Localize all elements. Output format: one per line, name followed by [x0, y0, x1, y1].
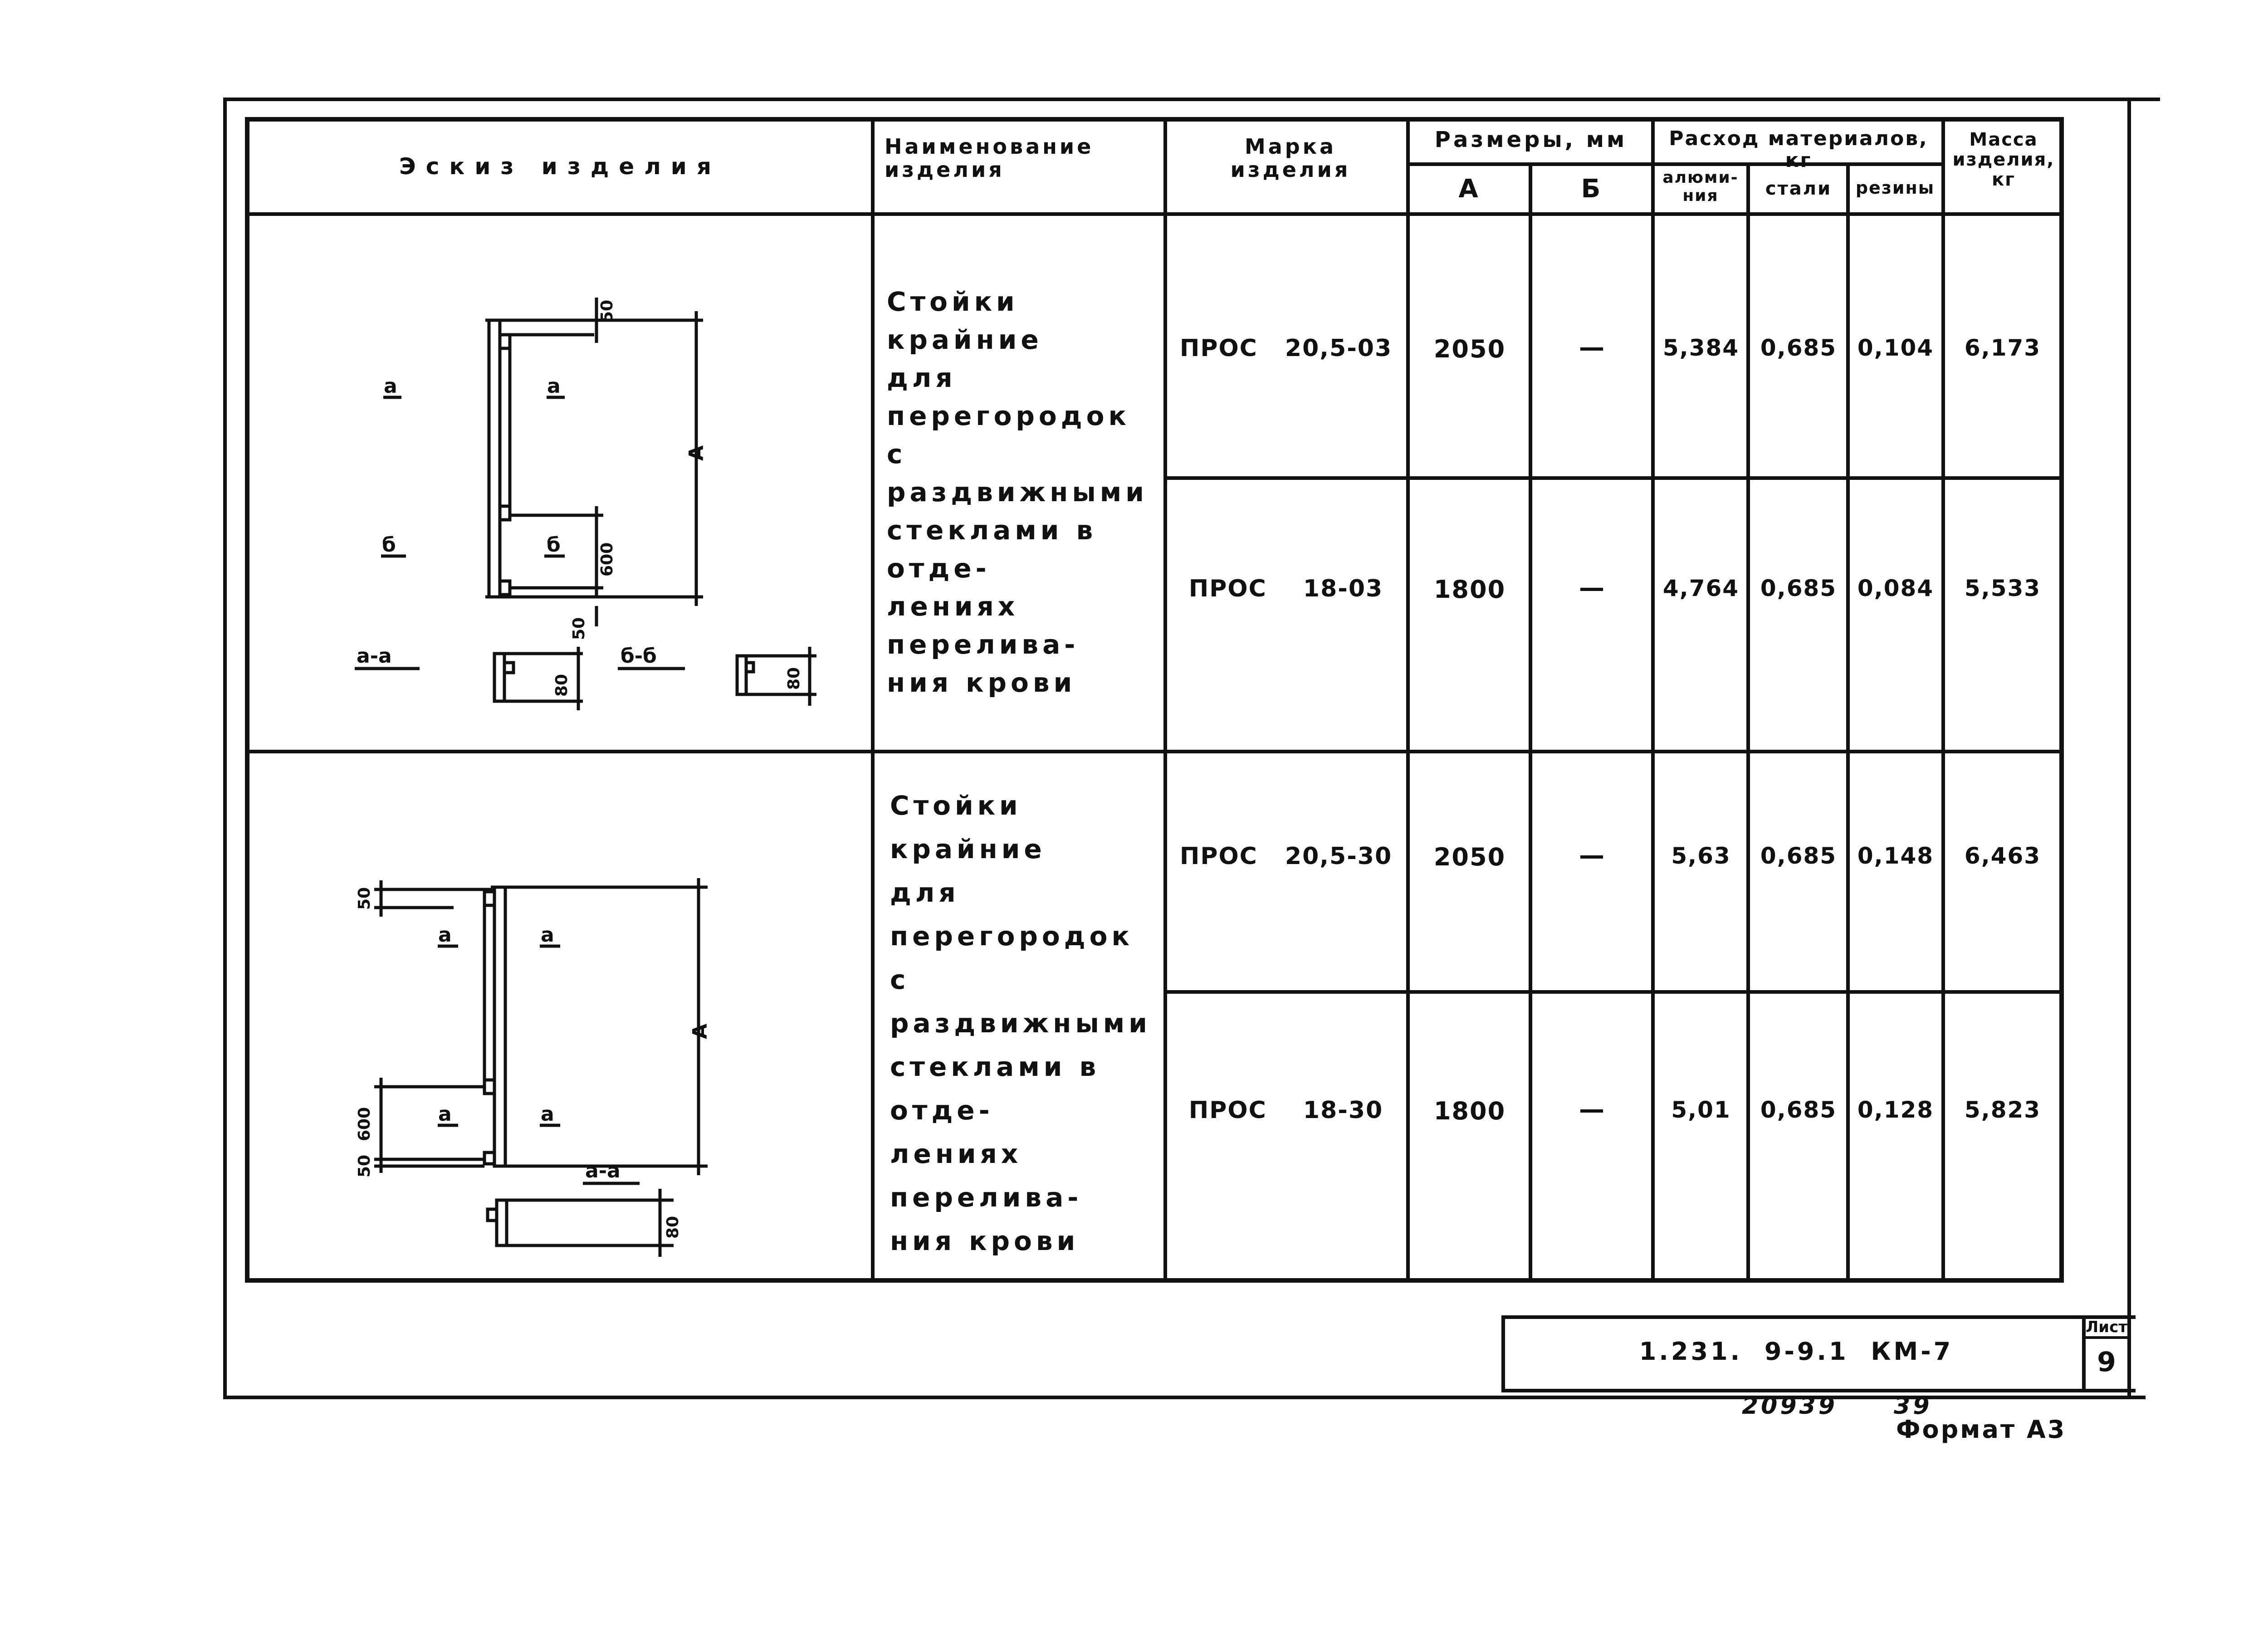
product-sketch-1: а а б б а-а б-б А 50 600 50 80 80	[355, 298, 816, 710]
col-line-6	[1746, 162, 1750, 1279]
row-1-rubber: 0,104	[1857, 335, 1934, 361]
row-2-b: —	[1579, 573, 1605, 603]
header-size-b: Б	[1581, 174, 1603, 204]
row-3-mass: 6,463	[1964, 843, 2041, 869]
row-1-steel: 0,685	[1760, 335, 1837, 361]
row-2-aluminium: 4,764	[1662, 575, 1740, 601]
svg-text:а-а: а-а	[357, 645, 392, 668]
svg-text:80: 80	[785, 667, 803, 690]
row-1-mass: 6,173	[1964, 335, 2041, 361]
sheet-label: Лист	[2086, 1318, 2127, 1336]
row-4-rubber: 0,128	[1857, 1097, 1934, 1123]
inventory-number: 20939 39	[1742, 1392, 1932, 1420]
svg-text:80: 80	[552, 674, 571, 697]
svg-text:а: а	[438, 1103, 452, 1126]
svg-text:а-а: а-а	[585, 1159, 621, 1182]
header-sketch: Эскиз изделия	[399, 153, 721, 180]
sheet-box	[2082, 1315, 2131, 1392]
product-sketch-2: а а а а а-а А 50 600 50 80	[355, 878, 712, 1257]
row-4-steel: 0,685	[1760, 1097, 1837, 1123]
svg-text:а: а	[438, 923, 452, 947]
col-line-2	[1163, 122, 1167, 1279]
row-2-a: 1800	[1433, 575, 1506, 604]
svg-text:А: А	[685, 445, 708, 461]
row-4-aluminium: 5,01	[1671, 1097, 1731, 1123]
row-3-steel: 0,685	[1760, 843, 1837, 869]
header-steel: стали	[1765, 178, 1832, 199]
svg-text:80: 80	[664, 1216, 682, 1239]
row-2-mark: ПРОС 18-03	[1188, 575, 1383, 602]
header-aluminium: алюми-ния	[1662, 168, 1739, 205]
row-line-3	[1163, 990, 2060, 994]
group-line	[249, 750, 2060, 753]
svg-text:а: а	[541, 1103, 554, 1126]
row-3-mark: ПРОС 20,5-30	[1179, 843, 1393, 870]
header-materials: Расход материалов, кг	[1669, 127, 1928, 172]
col-line-1	[871, 122, 875, 1279]
svg-text:50: 50	[355, 1155, 374, 1177]
svg-text:а: а	[384, 375, 397, 398]
header-name: Наименование изделия	[885, 134, 1094, 182]
col-line-8	[1941, 122, 1945, 1279]
svg-text:А: А	[689, 1024, 712, 1039]
product-name-group-1: Стойки крайние для перегородок с раздвиж…	[887, 286, 1148, 698]
row-3-b: —	[1579, 841, 1605, 870]
format-label: Формат А3	[1896, 1415, 2067, 1444]
product-name-group-2: Стойки крайние для перегородок с раздвиж…	[890, 790, 1151, 1256]
specification-table: Эскиз изделия Наименование изделия Марка…	[245, 117, 2064, 1283]
header-sizes: Размеры, мм	[1434, 127, 1628, 152]
sheet-box-divider	[2082, 1336, 2131, 1339]
row-4-a: 1800	[1433, 1097, 1506, 1125]
row-2-steel: 0,685	[1760, 575, 1837, 601]
row-1-mark: ПРОС 20,5-03	[1179, 335, 1393, 362]
row-line-1	[1163, 476, 2060, 480]
row-1-a: 2050	[1433, 335, 1506, 363]
row-4-mass: 5,823	[1964, 1097, 2041, 1123]
svg-text:б: б	[547, 533, 561, 557]
svg-text:50: 50	[598, 300, 616, 322]
col-line-3	[1406, 122, 1410, 1279]
svg-text:50: 50	[570, 617, 588, 640]
svg-text:600: 600	[355, 1107, 374, 1141]
row-4-mark: ПРОС 18-30	[1188, 1097, 1383, 1124]
header-size-a: А	[1458, 174, 1481, 204]
frame-top-line	[223, 98, 2160, 101]
col-line-5	[1651, 122, 1655, 1279]
svg-text:б: б	[382, 533, 396, 557]
title-block	[1501, 1315, 2136, 1392]
svg-text:600: 600	[598, 542, 616, 576]
svg-text:а: а	[547, 375, 561, 398]
row-1-b: —	[1579, 333, 1605, 362]
row-2-mass: 5,533	[1964, 575, 2041, 601]
col-line-4	[1529, 162, 1532, 1279]
col-line-7	[1846, 162, 1850, 1279]
document-code: 1.231. 9-9.1 КМ-7	[1639, 1337, 1954, 1366]
frame-right-line	[2127, 98, 2131, 1396]
svg-text:б-б: б-б	[621, 645, 657, 668]
header-bottom-line	[249, 212, 2060, 216]
row-2-rubber: 0,084	[1857, 575, 1934, 601]
header-mass: Масса изделия, кг	[1952, 129, 2055, 190]
row-3-aluminium: 5,63	[1671, 843, 1731, 869]
row-4-b: —	[1579, 1095, 1605, 1124]
row-1-aluminium: 5,384	[1662, 335, 1740, 361]
row-3-a: 2050	[1433, 843, 1506, 871]
header-mark: Марка изделия	[1230, 134, 1351, 182]
sheet-number: 9	[2097, 1346, 2116, 1378]
header-rubber: резины	[1855, 178, 1935, 198]
row-3-rubber: 0,148	[1857, 843, 1934, 869]
header-sub-line	[1406, 162, 1941, 166]
svg-text:50: 50	[355, 887, 374, 910]
svg-text:а: а	[541, 923, 554, 947]
